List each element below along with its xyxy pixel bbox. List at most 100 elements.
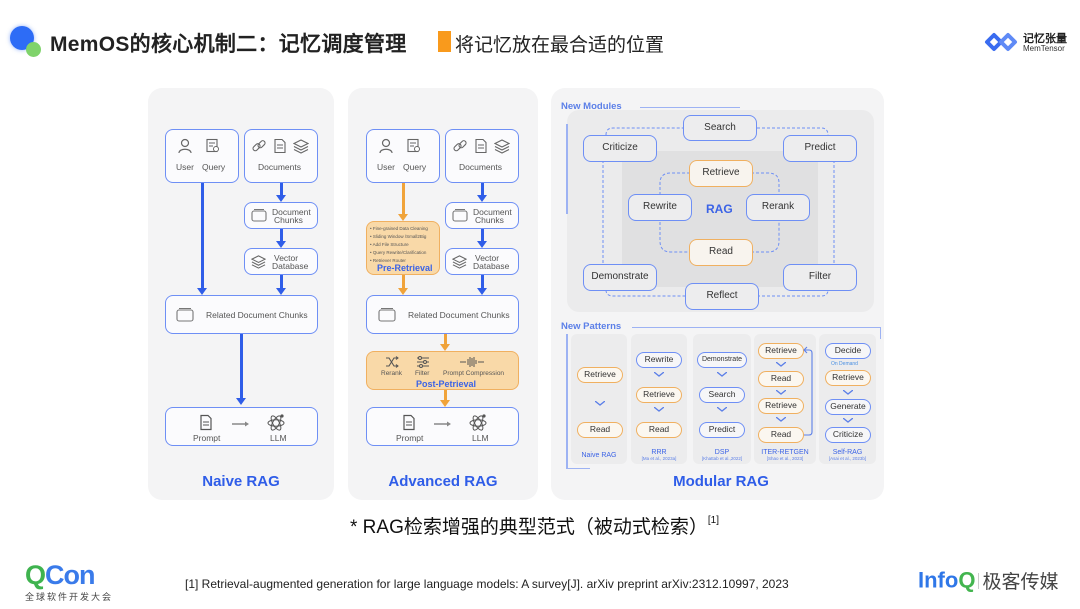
module-filter: Filter (783, 264, 857, 291)
pattern-step: Decide (825, 343, 871, 359)
flow-line (444, 390, 447, 402)
arrow-down-icon (276, 288, 286, 295)
pattern-step: Read (577, 422, 623, 438)
arrow-down-icon (477, 195, 487, 202)
module-retrieve: Retrieve (689, 160, 753, 187)
module-search: Search (683, 115, 757, 141)
chevron-down-icon (717, 407, 727, 412)
pattern-naive-rag (571, 334, 627, 464)
pattern-step: Retrieve (758, 343, 804, 359)
query-icon (205, 138, 221, 154)
arrow-down-icon (398, 288, 408, 295)
shuffle-icon (385, 356, 399, 368)
vector-database-box (445, 248, 519, 275)
related-chunks-box (366, 295, 519, 334)
qcon-subtitle: 全球软件开发大会 (25, 592, 114, 602)
arrow-right-icon (434, 421, 452, 427)
flow-line (280, 229, 283, 243)
pattern-name: Naive RAG (581, 452, 617, 459)
documents-box (445, 129, 519, 183)
module-rerank: Rerank (746, 194, 810, 221)
memtensor-logo-icon (983, 31, 1019, 53)
pre-retrieval-title: Pre-Retrieval (377, 263, 433, 273)
pre-retrieval-box (366, 221, 440, 275)
module-criticize: Criticize (583, 135, 657, 162)
prompt-llm-box (366, 407, 519, 446)
footnote-ref: [1] (707, 515, 719, 526)
flow-line (481, 229, 484, 243)
pattern-step: Rewrite (636, 352, 682, 368)
document-chunks-label-2: Chunks (475, 215, 504, 225)
pattern-citation: [Asai et al., 2023b] (828, 456, 867, 461)
arrow-down-icon (276, 195, 286, 202)
document-icon (273, 138, 287, 154)
llm-atom-icon (468, 413, 488, 433)
folder-icon (452, 208, 468, 222)
arrow-down-icon (440, 400, 450, 407)
pre-retrieval-item: • Query Rewrite/Clarification (370, 250, 427, 255)
chevron-down-icon (654, 407, 664, 412)
pre-retrieval-item: • Sliding Window /Small2Big (370, 234, 427, 239)
arrow-down-icon (276, 241, 286, 248)
llm-label: LLM (270, 433, 287, 443)
query-label: Query (202, 162, 226, 172)
brand-name-cn: 记忆张量 (1023, 33, 1067, 45)
qcon-logo: QCon 全球软件开发大会 (25, 560, 114, 603)
post-retrieval-title: Post-Petrieval (416, 379, 477, 389)
document-chunks-box (244, 202, 318, 229)
arrow-down-icon (197, 288, 207, 295)
layers-icon (293, 138, 309, 154)
arrow-down-icon (236, 398, 246, 405)
flow-line (280, 275, 283, 290)
chevron-down-icon (717, 372, 727, 377)
divider (566, 124, 568, 214)
infoq-cn-name: 极客传媒 (982, 572, 1059, 593)
title-accent-bar (438, 31, 451, 52)
filter-sliders-icon (416, 356, 430, 368)
folder-icon (176, 307, 194, 322)
user-label: User (176, 162, 194, 172)
arrow-down-icon (440, 344, 450, 351)
pattern-step: Retrieve (758, 398, 804, 414)
pre-retrieval-item: • Retriever Router (370, 258, 406, 263)
documents-box (244, 129, 318, 183)
post-retrieval-box (366, 351, 519, 390)
pattern-step: Demonstrate (697, 352, 747, 368)
user-query-box (165, 129, 239, 183)
flow-line (240, 334, 243, 400)
user-label: User (377, 162, 395, 172)
layers-icon (452, 254, 467, 269)
vector-label-1: Vector (274, 253, 299, 263)
divider (566, 334, 568, 468)
arrow-down-icon (398, 214, 408, 221)
folder-icon (251, 208, 267, 222)
flow-line (444, 334, 447, 346)
prompt-label: Prompt (396, 433, 424, 443)
divider (632, 327, 880, 328)
reference-footnote: [1] Retrieval-augmented generation for l… (185, 577, 789, 591)
pattern-step: Read (636, 422, 682, 438)
pattern-citation: [Shao et al., 2023] (766, 456, 804, 461)
document-chunks-box (445, 202, 519, 229)
layers-icon (494, 138, 510, 154)
flow-line (402, 275, 405, 290)
slide-subtitle: 将记忆放在最合适的位置 (455, 34, 665, 56)
pattern-name: Self-RAG (832, 449, 863, 456)
chevron-down-icon (595, 401, 605, 406)
pattern-step: Read (758, 371, 804, 387)
prompt-icon (402, 414, 416, 431)
naive-rag-title: Naive RAG (202, 473, 280, 490)
waveform-icon (460, 356, 484, 368)
chevron-down-icon (776, 390, 786, 395)
user-query-box (366, 129, 440, 183)
modular-rag-title: Modular RAG (673, 473, 769, 490)
related-chunks-label: Related Document Chunks (206, 310, 308, 320)
pre-retrieval-item: • Add File Structure (370, 242, 409, 247)
chevron-down-icon (776, 362, 786, 367)
filter-label: Filter (415, 370, 430, 377)
flow-line (481, 275, 484, 290)
pattern-step: Predict (699, 422, 745, 438)
memos-logo-icon (10, 26, 44, 57)
arrow-right-icon (232, 421, 250, 427)
advanced-rag-title: Advanced RAG (388, 473, 498, 490)
